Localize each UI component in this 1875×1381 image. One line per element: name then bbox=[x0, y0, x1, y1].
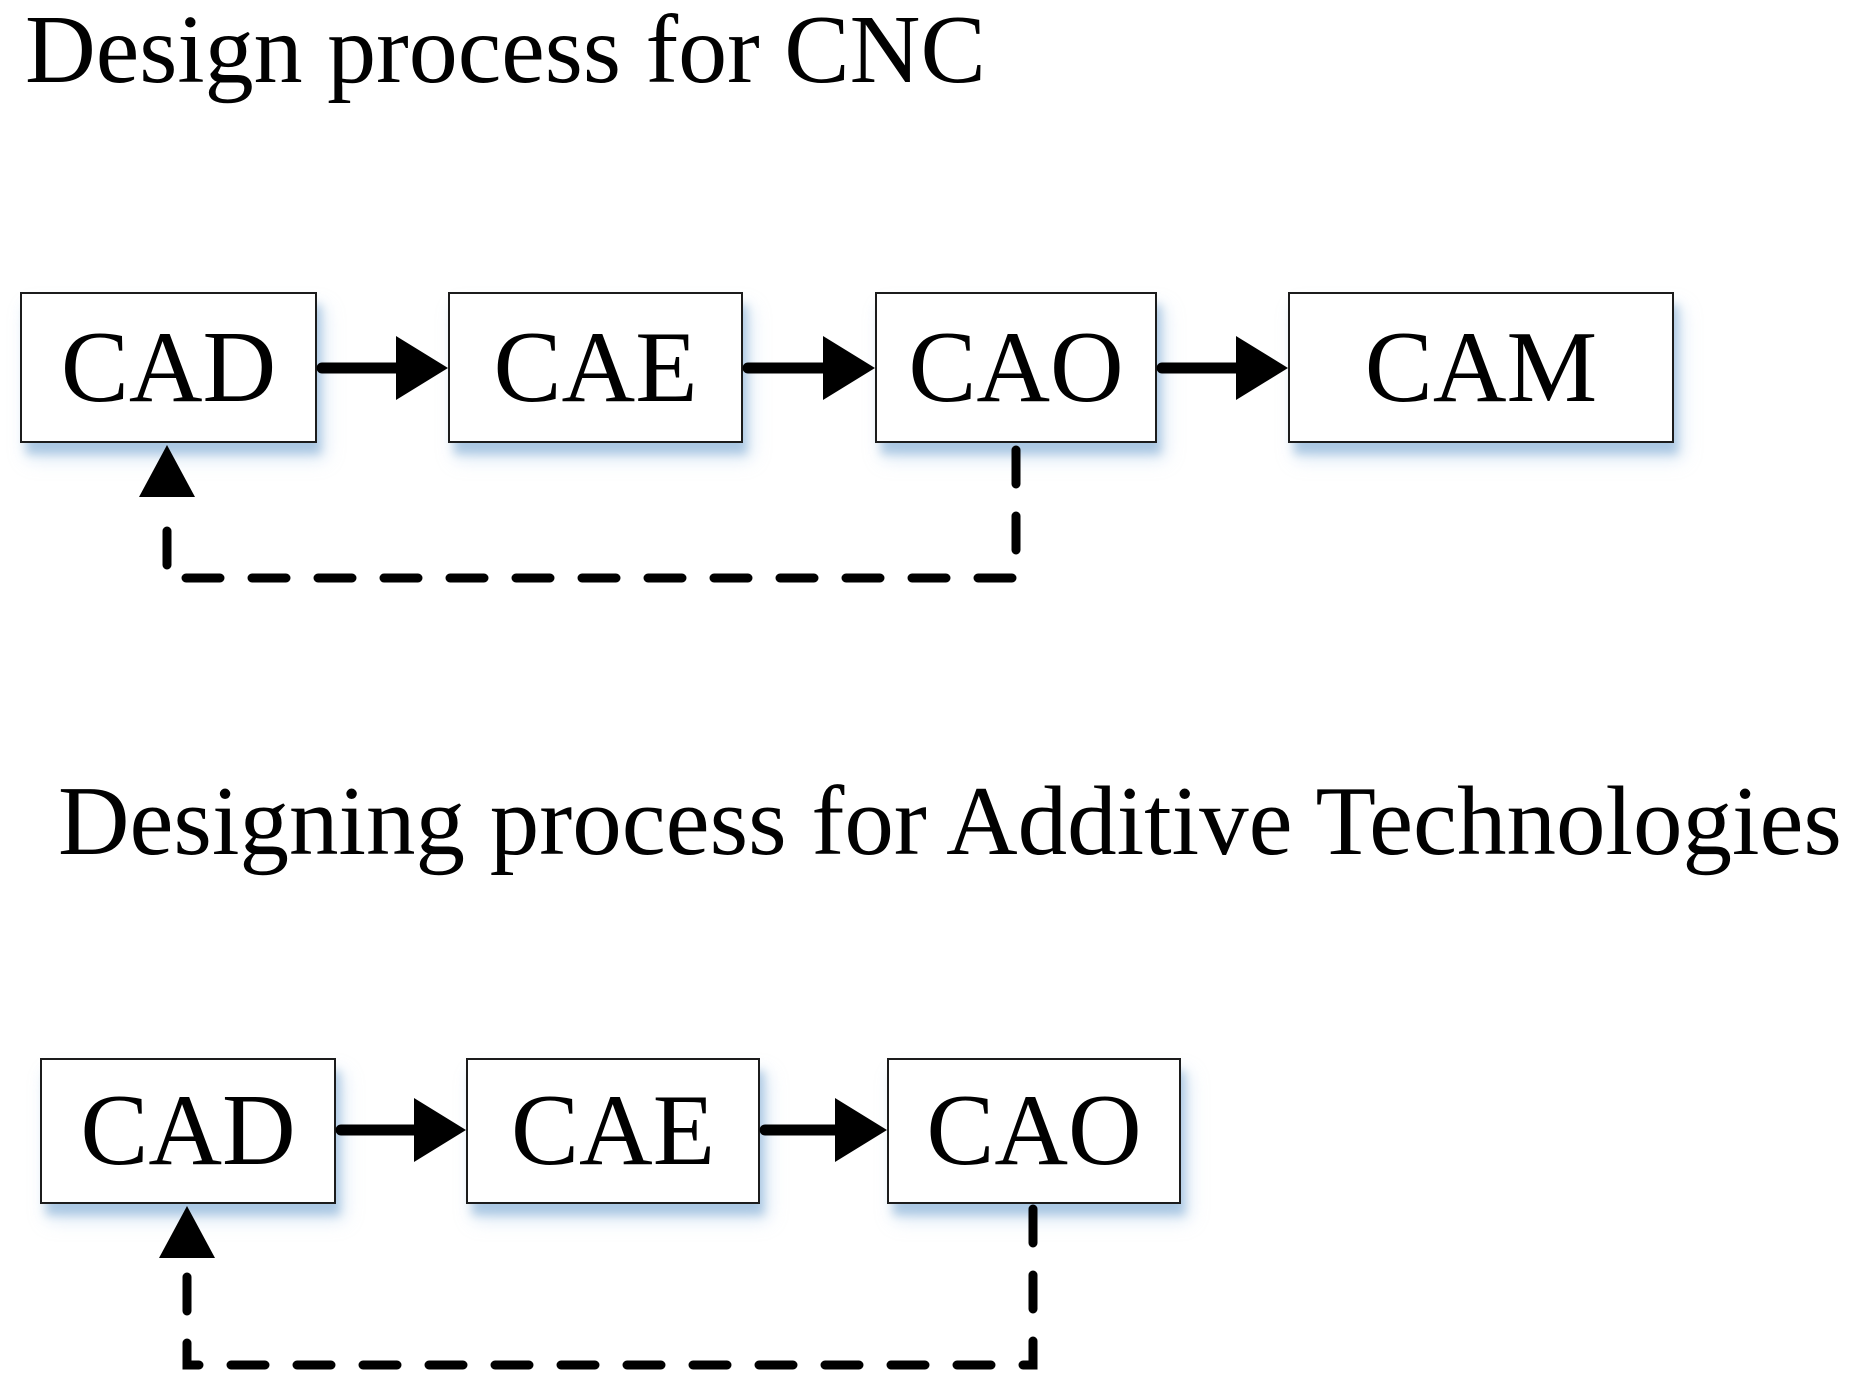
arrow-right-icon-cao-cam-1 bbox=[1156, 336, 1288, 400]
dashed-feedback-line bbox=[182, 1204, 1038, 1370]
feedback-dashed-arrow-cao-cad-2 bbox=[159, 1204, 1038, 1370]
arrow-right-icon-cad-cae-1 bbox=[316, 336, 448, 400]
node-label: CAD bbox=[80, 1074, 296, 1187]
arrowhead-right-icon bbox=[396, 336, 448, 400]
feedback-dashed-arrow-cao-cad-1 bbox=[139, 445, 1021, 583]
node-box-cao-2: CAO bbox=[887, 1058, 1181, 1204]
diagram2-title: Designing process for Additive Technolog… bbox=[58, 767, 1842, 876]
node-box-cae-2: CAE bbox=[466, 1058, 760, 1204]
arrow-right-icon-cad-cae-2 bbox=[335, 1098, 466, 1162]
arrowhead-right-icon bbox=[414, 1098, 466, 1162]
arrowhead-up-icon bbox=[139, 445, 195, 497]
arrowhead-up-icon bbox=[159, 1206, 215, 1258]
node-box-cad-2: CAD bbox=[40, 1058, 336, 1204]
node-label: CAO bbox=[926, 1074, 1142, 1187]
node-label: CAE bbox=[511, 1074, 715, 1187]
node-label: CAM bbox=[1364, 310, 1598, 424]
node-label: CAO bbox=[908, 310, 1124, 424]
arrowhead-right-icon bbox=[835, 1098, 887, 1162]
arrow-right-icon-cae-cao-1 bbox=[742, 336, 875, 400]
node-label: CAE bbox=[493, 310, 698, 424]
node-box-cae-1: CAE bbox=[448, 292, 743, 443]
arrowhead-right-icon bbox=[823, 336, 875, 400]
node-box-cao-1: CAO bbox=[875, 292, 1157, 443]
dashed-feedback-line bbox=[162, 445, 1021, 583]
arrow-right-icon-cae-cao-2 bbox=[759, 1098, 887, 1162]
node-box-cam-1: CAM bbox=[1288, 292, 1674, 443]
arrowhead-right-icon bbox=[1236, 336, 1288, 400]
node-box-cad-1: CAD bbox=[20, 292, 317, 443]
node-label: CAD bbox=[60, 310, 277, 424]
diagram1-title: Design process for CNC bbox=[25, 0, 986, 104]
